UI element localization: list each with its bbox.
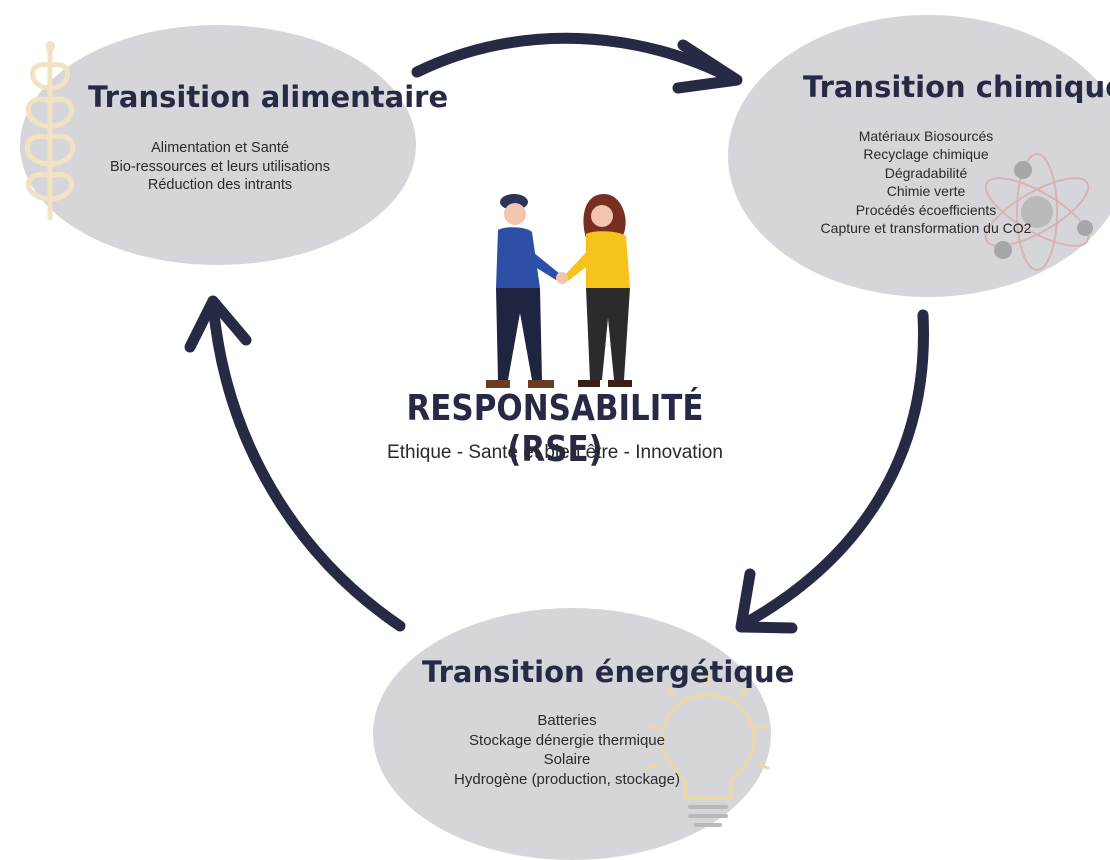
list-transition-energetique: Batteries Stockage dénergie thermique So…: [412, 711, 722, 789]
list-item: Matériaux Biosourcés: [858, 128, 994, 144]
list-item: Hydrogène (production, stockage): [454, 770, 680, 788]
list-item: Dégradabilité: [884, 164, 968, 181]
center-title: RESPONSABILITÉ (RSE): [406, 388, 704, 470]
title-transition-energetique: Transition énergétique: [422, 655, 795, 689]
arrow-right: [736, 309, 929, 631]
list-item: Solaire: [543, 751, 591, 768]
list-item: Procédés écoefficients: [855, 201, 997, 218]
list-item: Batteries: [537, 712, 597, 729]
list-item: Alimentation et Santé: [151, 140, 289, 156]
arrow-top: [411, 32, 741, 86]
atom-icon: [984, 153, 1093, 271]
title-transition-chimique: Transition chimique: [803, 70, 1110, 104]
title-transition-alimentaire: Transition alimentaire: [88, 80, 449, 114]
arrow-left: [207, 297, 406, 632]
list-item: Recyclage chimique: [863, 146, 989, 163]
list-item: Réduction des intrants: [147, 177, 293, 194]
list-item: Chimie verte: [886, 183, 966, 200]
arrow-right-head: [735, 568, 798, 634]
list-item: Stockage dénergie thermique: [469, 731, 665, 749]
bubble-alimentaire: [20, 25, 416, 265]
list-item: Bio-ressources et leurs utilisations: [109, 158, 330, 175]
center-subtitle: Ethique - Santé et bien être - Innovatio…: [387, 442, 723, 463]
handshake-illustration: [486, 194, 632, 388]
list-transition-alimentaire: Alimentation et Santé Bio-ressources et …: [70, 139, 370, 195]
lightbulb-icon: [646, 673, 770, 827]
list-transition-chimique: Matériaux Biosourcés Recyclage chimique …: [776, 127, 1076, 237]
list-item: Capture et transformation du CO2: [820, 220, 1032, 237]
arrow-left-head: [184, 295, 252, 353]
arrow-top-head: [672, 39, 743, 94]
bubble-chimique: [728, 15, 1110, 297]
wheat-icon: [24, 41, 76, 221]
